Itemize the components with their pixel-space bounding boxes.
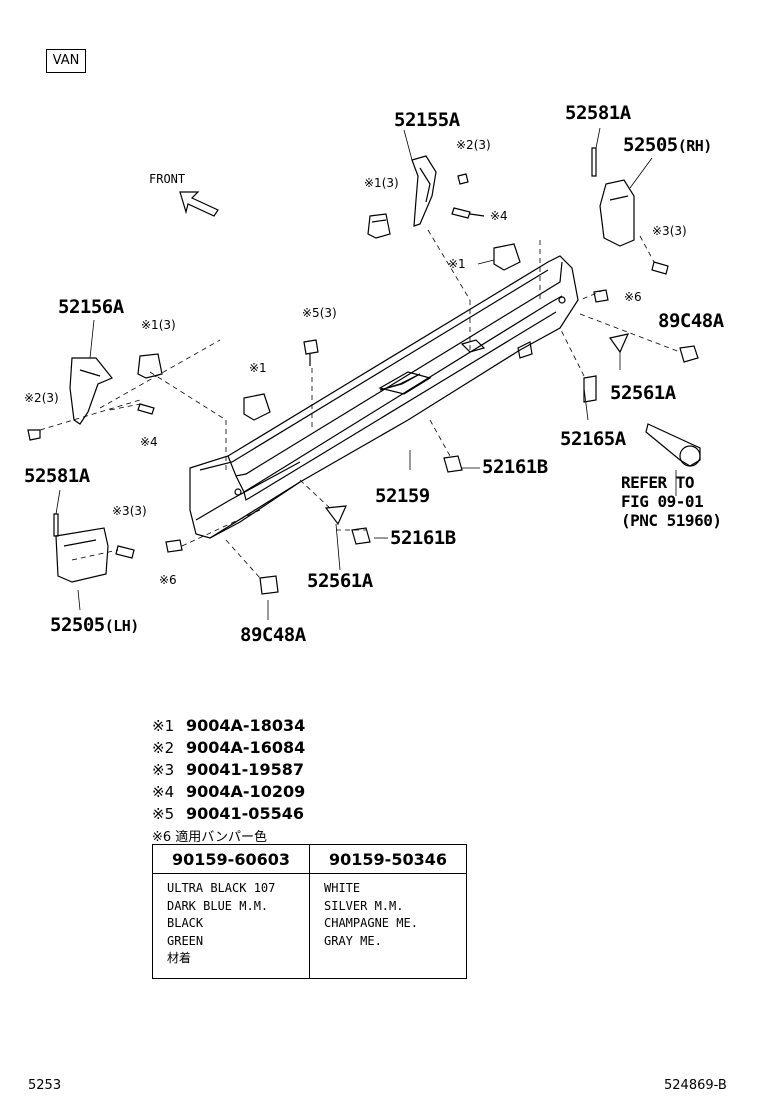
part-52561A-rh-label[interactable]: 52561A [610, 382, 676, 404]
bracket-52156A-shape [69, 357, 113, 425]
legend-part: 9004A-10209 [186, 782, 306, 801]
front-arrow-icon [179, 191, 219, 217]
bumper-cover-shape [189, 255, 579, 539]
callout-5-3: ※5(3) [302, 306, 337, 320]
legend-row: ※2 9004A-16084 [152, 737, 305, 759]
footer-right: 524869-B [664, 1078, 727, 1093]
mudguard-lh-shape [55, 527, 109, 583]
color-item: WHITE [324, 881, 361, 895]
part-52505-lh-label[interactable]: 52505(LH) [50, 616, 139, 635]
part-52561A-lh-label[interactable]: 52561A [307, 570, 373, 592]
front-label: FRONT [149, 172, 186, 186]
color-item: GRAY ME. [324, 933, 382, 948]
callout-4-left: ※4 [140, 435, 158, 449]
footer-left: 5253 [28, 1078, 62, 1093]
color-item: ULTRA BLACK 107 [167, 881, 276, 895]
callout-2-3-left: ※2(3) [24, 391, 59, 405]
legend-row: ※4 9004A-10209 [152, 781, 305, 803]
part-52505-rh-suffix: (RH) [677, 137, 713, 155]
part-52505-rh-label[interactable]: 52505(RH) [623, 136, 712, 155]
tow-hook-shape [645, 423, 701, 467]
part-52159-label[interactable]: 52159 [375, 485, 430, 507]
callout-1-3-top: ※1(3) [364, 176, 399, 190]
legend-mark: ※5 [152, 805, 175, 823]
part-52581A-rh-label[interactable]: 52581A [565, 102, 631, 124]
part-52156A-label[interactable]: 52156A [58, 296, 124, 318]
part-52155A-label[interactable]: 52155A [394, 109, 460, 131]
callout-3-3-lh: ※3(3) [112, 504, 147, 518]
legend-row: ※3 90041-19587 [152, 759, 305, 781]
part-52161B-upper-label[interactable]: 52161B [482, 456, 548, 478]
note-6: ※6 適用バンパー色 [152, 830, 267, 845]
legend-part: 90041-05546 [186, 804, 304, 823]
color-item: DARK BLUE M.M. [167, 898, 269, 913]
callout-6-lh: ※6 [159, 573, 177, 587]
legend-mark: ※2 [152, 739, 175, 757]
part-52581A-lh-label[interactable]: 52581A [24, 465, 90, 487]
part-52161B-lower-label[interactable]: 52161B [390, 527, 456, 549]
color-item: GREEN [167, 933, 204, 948]
callout-3-3-rh: ※3(3) [652, 224, 687, 238]
color-table-header: 90159-60603 [152, 844, 310, 874]
callout-1-mid: ※1 [448, 257, 466, 271]
part-89C48A-lh-label[interactable]: 89C48A [240, 624, 306, 646]
part-52505-rh-number: 52505 [623, 134, 678, 156]
callout-2-3-top: ※2(3) [456, 138, 491, 152]
callout-4-top: ※4 [490, 209, 508, 223]
variant-label: VAN [46, 49, 86, 73]
part-89C48A-rh-label[interactable]: 89C48A [658, 310, 724, 332]
part-52505-lh-suffix: (LH) [104, 617, 140, 635]
legend-row: ※5 90041-05546 [152, 803, 305, 825]
callout-1-3-left: ※1(3) [141, 318, 176, 332]
color-item: SILVER M.M. [324, 898, 404, 913]
refer-line-1: REFER TO [621, 473, 695, 492]
bracket-52155A-shape [411, 155, 437, 227]
callout-6-rh: ※6 [624, 290, 642, 304]
legend-mark: ※4 [152, 783, 175, 801]
legend-part: 9004A-18034 [186, 716, 306, 735]
color-item: BLACK [167, 916, 204, 930]
mudguard-rh-shape [599, 179, 635, 247]
color-table-header: 90159-50346 [309, 844, 467, 874]
color-table-col2: WHITE SILVER M.M. CHAMPAGNE ME. GRAY ME. [309, 873, 467, 979]
legend-part: 9004A-16084 [186, 738, 306, 757]
legend-mark: ※3 [152, 761, 175, 779]
part-52165A-label[interactable]: 52165A [560, 428, 626, 450]
color-table-col1: ULTRA BLACK 107 DARK BLUE M.M. BLACK GRE… [152, 873, 310, 979]
legend-row: ※1 9004A-18034 [152, 715, 305, 737]
refer-line-3[interactable]: (PNC 51960) [621, 511, 722, 530]
color-table: 90159-60603 90159-50346 ULTRA BLACK 107 … [152, 844, 467, 979]
legend-part: 90041-19587 [186, 760, 304, 779]
color-item: CHAMPAGNE ME. [324, 916, 418, 930]
legend: ※1 9004A-18034 ※2 9004A-16084 ※3 90041-1958… [152, 715, 305, 825]
color-item: 材着 [167, 951, 192, 965]
callout-1-center: ※1 [249, 361, 267, 375]
refer-line-2: FIG 09-01 [621, 492, 704, 511]
legend-mark: ※1 [152, 717, 175, 735]
part-52505-lh-number: 52505 [50, 614, 105, 636]
